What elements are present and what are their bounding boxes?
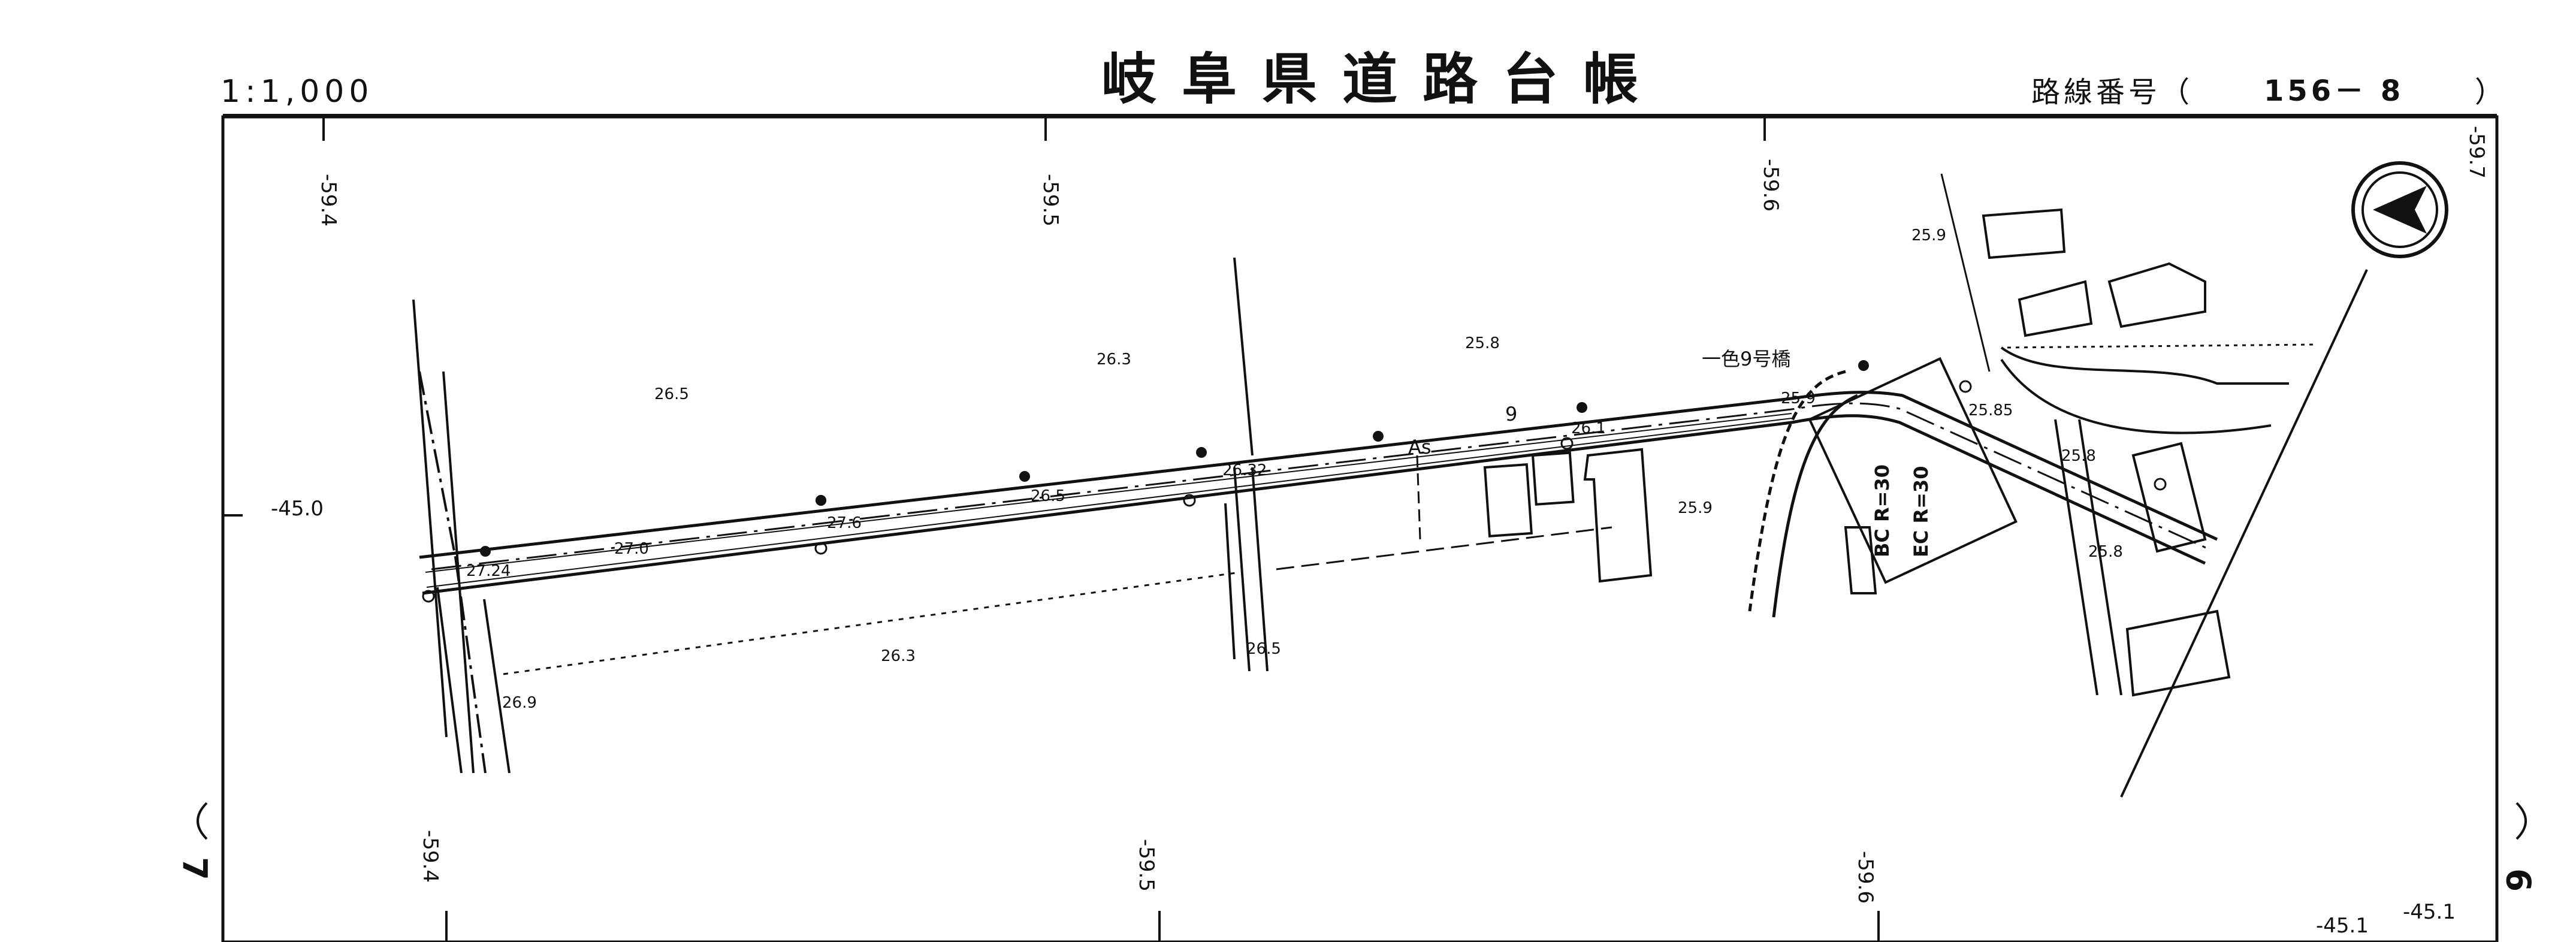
elevation-label: 25.8 bbox=[2061, 447, 2096, 465]
surface-type-label: As bbox=[1408, 436, 1432, 458]
grid-label-bottom-1: -59.4 bbox=[418, 830, 442, 883]
route-number: 156－ 8 bbox=[2264, 74, 2405, 108]
elevation-label: 27.24 bbox=[466, 562, 511, 580]
elevation-label: 26.5 bbox=[654, 385, 689, 403]
elevation-label: 25.9 bbox=[1678, 499, 1713, 517]
grid-label-top-3: -59.6 bbox=[1759, 159, 1783, 212]
elevation-label: 26.5 bbox=[1031, 487, 1065, 505]
grid-label-bottom-right-2: -45.1 bbox=[2403, 900, 2456, 924]
elevation-label: 26.9 bbox=[502, 694, 537, 712]
elevation-label: 26.3 bbox=[1097, 351, 1131, 369]
route-number-close: ） bbox=[2475, 76, 2508, 109]
route-number-label: 路線番号（ bbox=[2031, 76, 2194, 109]
elevation-label: 26.1 bbox=[1571, 419, 1606, 437]
grid-label-bottom-2: -59.5 bbox=[1134, 839, 1158, 892]
north-arrow-icon bbox=[2373, 186, 2427, 234]
elevation-label: 27.6 bbox=[827, 514, 862, 532]
elevation-label: 26.5 bbox=[1246, 640, 1281, 658]
curve-ec-label: EC R=30 bbox=[1910, 466, 1932, 557]
curve-bc-label: BC R=30 bbox=[1871, 464, 1894, 557]
elevation-label: 25.9 bbox=[1911, 227, 1946, 244]
grid-label-top-1: -59.4 bbox=[316, 174, 340, 227]
adjacent-sheet-left: 7 bbox=[175, 857, 214, 880]
elevation-label: 25.8 bbox=[2088, 543, 2123, 561]
map-scale: 1:1,000 bbox=[221, 74, 374, 110]
elevation-label: 25.85 bbox=[1968, 401, 2013, 419]
grid-label-top-4: -59.7 bbox=[2465, 126, 2489, 179]
elevation-label: 27.0 bbox=[614, 540, 649, 558]
grid-label-left: -45.0 bbox=[271, 497, 324, 521]
grid-label-bottom-right-1: -45.1 bbox=[2316, 914, 2369, 938]
bridge-label: 一色9号橋 bbox=[1702, 348, 1791, 370]
grid-label-bottom-3: -59.6 bbox=[1853, 851, 1877, 904]
route-marker-label: 9 bbox=[1505, 403, 1518, 425]
elevation-label: 26.3 bbox=[881, 647, 916, 665]
adjacent-sheet-right: 9 bbox=[2500, 868, 2539, 892]
elevation-label: 25.9 bbox=[1781, 390, 1816, 407]
grid-label-top-2: -59.5 bbox=[1038, 174, 1062, 227]
map-title: 岐阜県道路台帳 bbox=[1101, 47, 1664, 111]
elevation-label: 25.8 bbox=[1465, 334, 1500, 352]
elevation-label: 26.32 bbox=[1222, 461, 1267, 479]
